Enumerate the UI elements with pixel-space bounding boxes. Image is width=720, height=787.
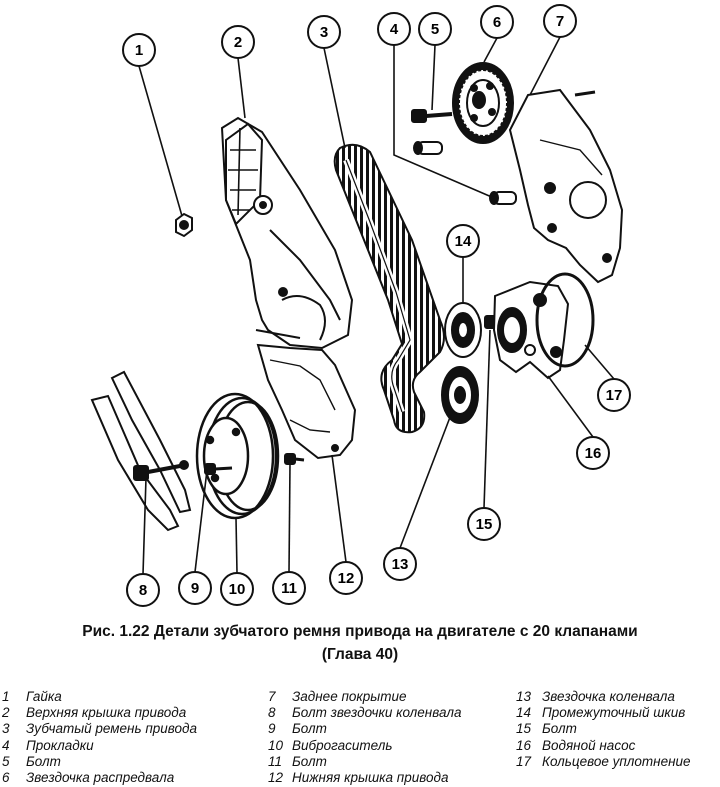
spacers [413,141,517,205]
svg-text:4: 4 [390,21,399,38]
rear-cover [508,88,624,284]
figure-caption-chapter: (Глава 40) [321,646,399,663]
lower-timing-cover [256,343,357,460]
svg-text:6: 6 [493,14,501,31]
o-ring [535,272,595,368]
crankshaft-sprocket [441,366,479,424]
svg-text:2: 2 [234,34,242,51]
callout-12: 12 [329,561,363,595]
svg-text:12: 12 [338,570,355,587]
timing-belt [333,143,445,434]
callout-1: 1 [122,33,156,67]
leader-lines [138,36,615,575]
figure-caption: Рис. 1.22 Детали зубчатого ремня привода… [0,622,720,642]
svg-text:14: 14 [455,233,472,250]
callout-9: 9 [178,571,212,605]
callout-8: 8 [126,573,160,607]
svg-text:7: 7 [556,13,564,30]
callout-markers: 1 2 3 4 5 6 7 8 9 10 11 12 13 14 15 16 1… [122,4,631,607]
crank-bolt-with-strap [90,370,192,532]
svg-text:15: 15 [476,516,493,533]
callout-2: 2 [221,25,255,59]
callout-7: 7 [543,4,577,38]
callout-3: 3 [307,15,341,49]
water-pump [492,280,570,380]
idler-pulley [444,302,482,358]
svg-text:10: 10 [229,581,246,598]
callout-13: 13 [383,547,417,581]
callout-17: 17 [597,378,631,412]
callout-14: 14 [446,224,480,258]
camshaft-bolt [411,109,453,123]
callout-11: 11 [272,571,306,605]
callout-5: 5 [418,12,452,46]
figure-title: Детали зубчатого ремня привода на двигат… [153,623,638,640]
timing-belt-exploded-diagram: 1 2 3 4 5 6 7 8 9 10 11 12 13 14 15 16 1… [90,4,631,607]
camshaft-sprocket [452,62,514,144]
svg-text:9: 9 [191,580,199,597]
svg-text:17: 17 [606,387,623,404]
callout-10: 10 [220,572,254,606]
svg-text:8: 8 [139,582,147,599]
svg-text:1: 1 [135,42,143,59]
nut [175,212,193,238]
upper-timing-cover [220,116,354,350]
svg-text:16: 16 [585,445,602,462]
callout-6: 6 [480,5,514,39]
lower-cover-bolt [284,453,305,465]
svg-text:3: 3 [320,24,328,41]
figure-number: Рис. 1.22 [82,623,150,640]
callout-15: 15 [467,507,501,541]
callout-16: 16 [576,436,610,470]
svg-text:13: 13 [392,556,409,573]
vibration-damper [195,392,280,520]
svg-text:5: 5 [431,21,439,38]
svg-text:11: 11 [281,580,297,597]
callout-4: 4 [377,12,411,46]
